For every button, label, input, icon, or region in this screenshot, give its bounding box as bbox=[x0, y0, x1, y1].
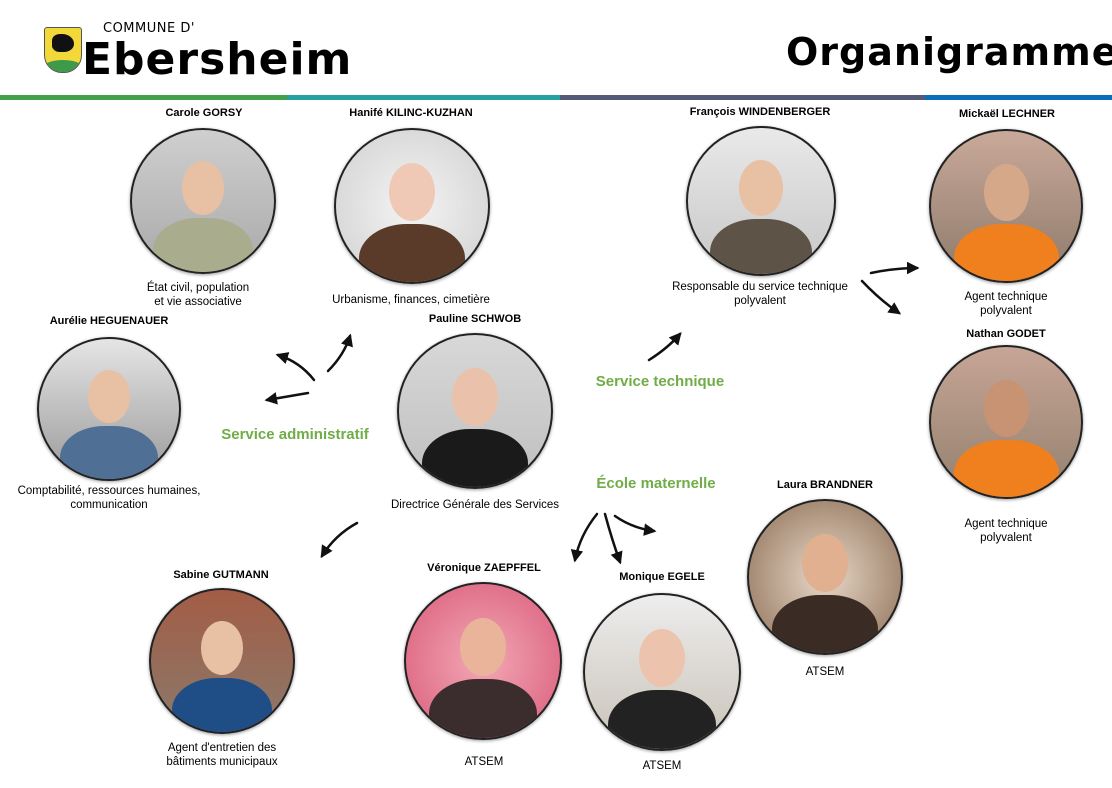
person-role: Comptabilité, ressources humaines, commu… bbox=[17, 485, 201, 511]
person-photo bbox=[929, 129, 1083, 283]
logo-town-name: Ebersheim bbox=[82, 34, 353, 85]
person-name: François WINDENBERGER bbox=[689, 106, 831, 118]
arrow bbox=[647, 332, 682, 362]
person-photo bbox=[747, 499, 903, 655]
arrow bbox=[275, 352, 316, 382]
person-role: Agent d'entretien des bâtiments municipa… bbox=[166, 742, 278, 768]
person-name: Sabine GUTMANN bbox=[173, 569, 269, 581]
person-name: Mickaël LECHNER bbox=[959, 108, 1055, 120]
person-role: Agent technique polyvalent bbox=[964, 291, 1048, 317]
arrow bbox=[603, 512, 623, 565]
header-bar-slate bbox=[560, 95, 925, 100]
person-role: Agent technique polyvalent bbox=[964, 518, 1048, 544]
person-photo bbox=[149, 588, 295, 734]
person-role: Responsable du service technique polyval… bbox=[672, 281, 848, 307]
person-name: Hanifé KILINC-KUZHAN bbox=[349, 107, 473, 119]
arrow bbox=[860, 279, 902, 315]
coat-of-arms-logo bbox=[44, 27, 82, 73]
person-name: Carole GORSY bbox=[165, 107, 243, 119]
person-photo bbox=[397, 333, 553, 489]
person-role: Urbanisme, finances, cimetière bbox=[332, 294, 490, 306]
person-name: Véronique ZAEPFFEL bbox=[427, 562, 541, 574]
page-title: Organigramme bbox=[786, 30, 1112, 74]
person-name: Pauline SCHWOB bbox=[428, 313, 522, 325]
header-bar-teal bbox=[287, 95, 560, 100]
person-role: ATSEM bbox=[642, 760, 682, 772]
person-role: État civil, population et vie associativ… bbox=[146, 282, 250, 308]
person-name: Monique EGELE bbox=[619, 571, 705, 583]
person-role: Directrice Générale des Services bbox=[390, 499, 560, 511]
person-name: Laura BRANDNER bbox=[777, 479, 873, 491]
person-photo bbox=[404, 582, 562, 740]
header-bar-blue bbox=[925, 95, 1112, 100]
person-name: Nathan GODET bbox=[966, 328, 1046, 340]
arrow bbox=[613, 514, 657, 536]
arrow bbox=[570, 512, 599, 563]
section-ecole-maternelle: École maternelle bbox=[596, 475, 716, 492]
person-photo bbox=[37, 337, 181, 481]
person-role: ATSEM bbox=[464, 756, 504, 768]
section-service-technique: Service technique bbox=[595, 373, 725, 390]
section-service-administratif: Service administratif bbox=[221, 426, 369, 443]
arrow bbox=[320, 521, 359, 559]
person-photo bbox=[686, 126, 836, 276]
logo-commune-label: COMMUNE D' bbox=[103, 21, 195, 36]
person-photo bbox=[583, 593, 741, 751]
arrow bbox=[326, 333, 353, 373]
person-photo bbox=[130, 128, 276, 274]
arrow bbox=[264, 391, 310, 405]
person-photo bbox=[334, 128, 490, 284]
person-role: ATSEM bbox=[805, 666, 845, 678]
arrow bbox=[869, 261, 920, 275]
person-photo bbox=[929, 345, 1083, 499]
person-name: Aurélie HEGUENAUER bbox=[49, 315, 169, 327]
header-bar-green bbox=[0, 95, 287, 100]
